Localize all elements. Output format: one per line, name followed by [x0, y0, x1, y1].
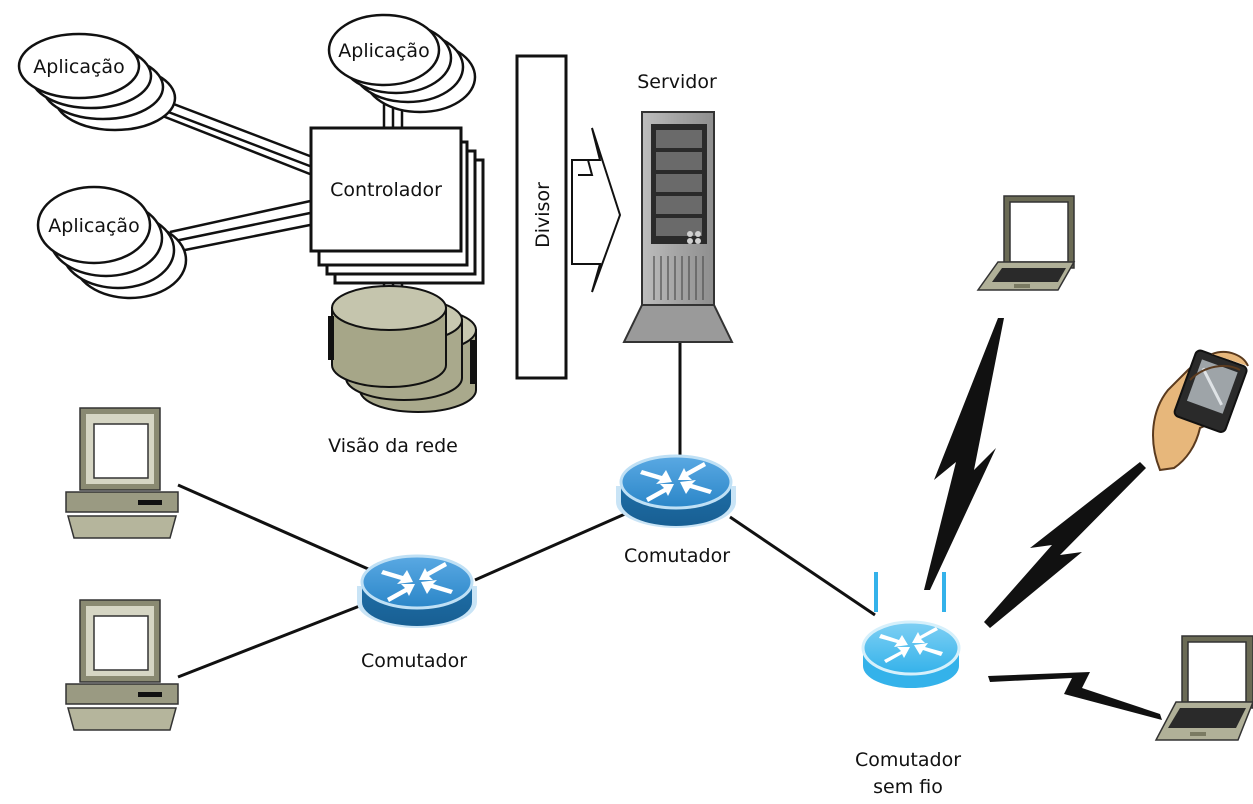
switch-icon — [616, 454, 736, 528]
divider: Divisor — [515, 54, 568, 380]
application-label: Aplicação — [338, 40, 429, 62]
switch-label: Comutador — [624, 545, 730, 567]
wireless-link-bolt — [984, 462, 1146, 628]
controller-label: Controlador — [330, 179, 442, 201]
server-label: Servidor — [637, 71, 717, 93]
application-label: Aplicação — [33, 56, 124, 78]
application-left: Aplicação — [36, 185, 188, 300]
desktop-computer-icon — [65, 407, 179, 539]
application-top-center: Aplicação — [327, 13, 477, 114]
divider-arrow — [571, 127, 622, 293]
laptop-icon — [976, 195, 1076, 291]
laptop-icon — [1154, 635, 1253, 741]
switch-label: Comutador — [361, 650, 467, 672]
network-links — [177, 342, 876, 679]
divider-label: Divisor — [532, 182, 554, 248]
wireless-switch-icon — [861, 572, 961, 688]
wireless-link-bolt — [924, 318, 1004, 590]
server-icon: Servidor — [622, 71, 734, 343]
handheld-device-icon — [1152, 349, 1249, 472]
wireless-switch-label-line2: sem fio — [873, 776, 943, 798]
desktop-computer-icon — [65, 599, 179, 731]
application-top-left: Aplicação — [17, 32, 177, 132]
switch-icon — [357, 554, 477, 628]
controller: Controlador — [309, 126, 485, 285]
wireless-link-bolt — [988, 672, 1162, 720]
network-view-label: Visão da rede — [328, 435, 458, 457]
network-view-database: Visão da rede — [328, 285, 477, 457]
application-label: Aplicação — [48, 215, 139, 237]
wireless-switch-label-line1: Comutador — [855, 749, 961, 771]
